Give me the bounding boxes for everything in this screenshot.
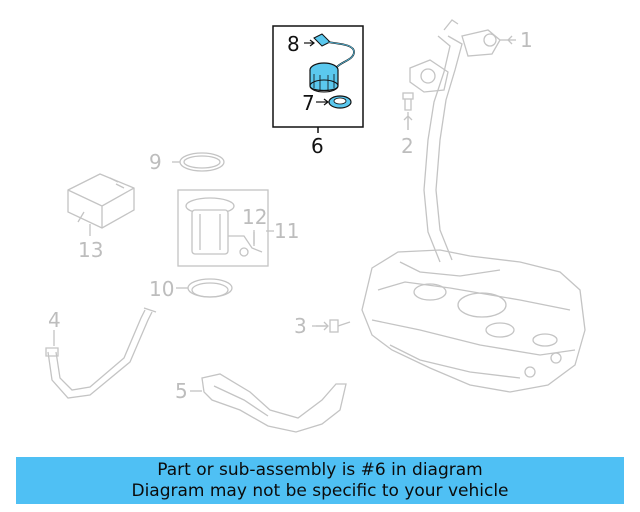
seal-part-10 bbox=[176, 278, 233, 298]
filler-neck bbox=[409, 19, 510, 263]
callout-10: 10 bbox=[149, 277, 174, 301]
callout-5: 5 bbox=[175, 379, 188, 403]
callout-6: 6 bbox=[311, 134, 324, 158]
connector-part-8 bbox=[304, 33, 331, 47]
parts-diagram: 1 2 3 4 5 6 7 8 9 10 11 12 13 bbox=[45, 19, 586, 433]
lock-ring-part-9 bbox=[172, 152, 225, 172]
fuel-tank bbox=[361, 249, 586, 393]
control-module-part-13 bbox=[67, 173, 135, 236]
leader-lines bbox=[253, 35, 516, 331]
callout-3: 3 bbox=[294, 314, 307, 338]
callout-12: 12 bbox=[242, 205, 267, 229]
part-6-assembly-box bbox=[272, 25, 364, 133]
callout-2: 2 bbox=[401, 134, 414, 158]
tank-strap-part-4 bbox=[45, 307, 157, 399]
seal-part-7 bbox=[316, 95, 352, 109]
callout-13: 13 bbox=[78, 238, 103, 262]
banner-line-2: Diagram may not be specific to your vehi… bbox=[131, 481, 509, 501]
callout-4: 4 bbox=[48, 308, 61, 332]
callout-7: 7 bbox=[302, 91, 315, 115]
callout-9: 9 bbox=[149, 150, 162, 174]
callout-11: 11 bbox=[274, 219, 299, 243]
fuel-pump-assembly bbox=[177, 189, 269, 267]
sender-unit-part-6 bbox=[309, 41, 355, 93]
callout-8: 8 bbox=[287, 32, 300, 56]
info-banner: Part or sub-assembly is #6 in diagram Di… bbox=[16, 457, 624, 504]
callout-1: 1 bbox=[520, 28, 533, 52]
heat-shield-part-5 bbox=[190, 373, 347, 433]
banner-line-1: Part or sub-assembly is #6 in diagram bbox=[157, 460, 483, 480]
